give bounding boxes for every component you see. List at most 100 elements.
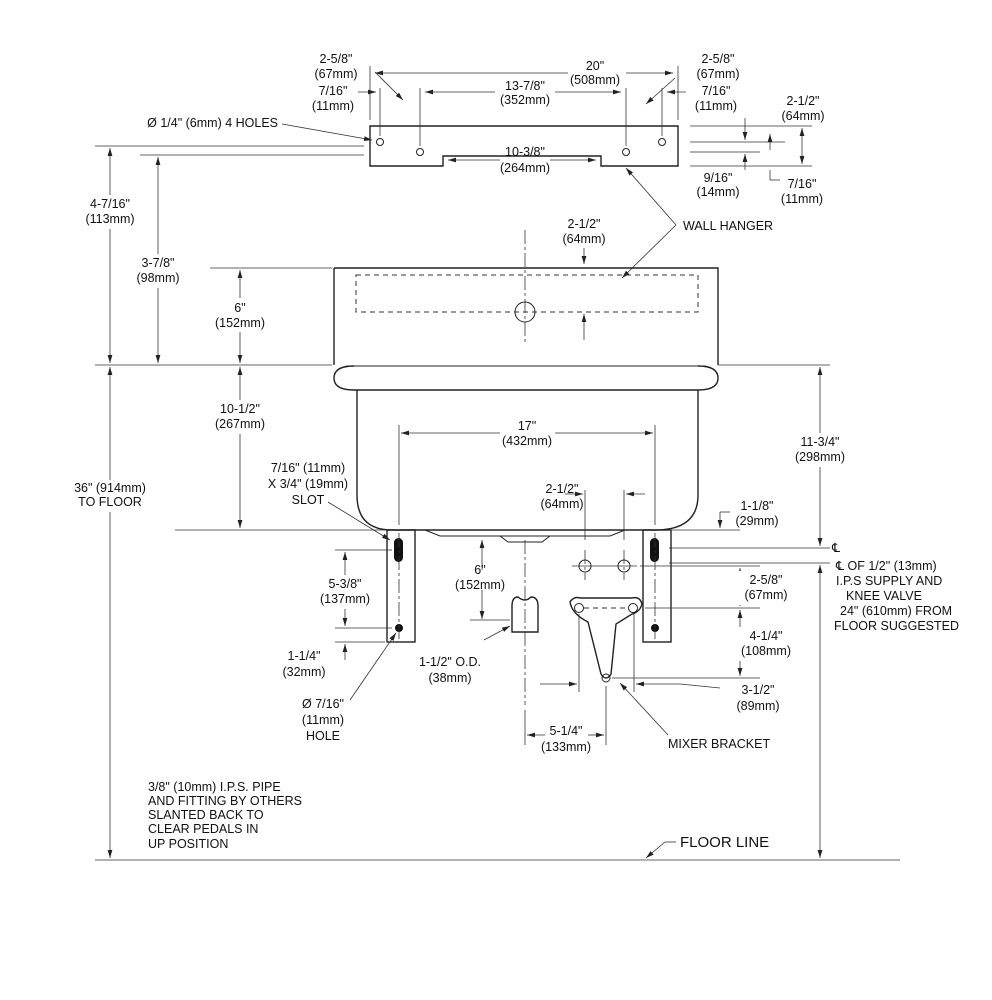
label-bg — [70, 480, 150, 512]
overall-width-imperial: 20" — [586, 59, 604, 73]
right-overhang-imperial: 2-5/8" — [702, 52, 735, 66]
right-leg — [642, 529, 672, 643]
leg-slot — [650, 538, 659, 562]
drain-centerline-metric: (64mm) — [562, 232, 605, 246]
back-height-imperial: 6" — [234, 301, 245, 315]
drain-od-metric: (38mm) — [428, 671, 471, 685]
overall-width-metric: (508mm) — [570, 73, 620, 87]
hanger-hole — [658, 138, 666, 146]
hanger-right-dimensions — [690, 118, 812, 181]
supply-spacing-metric: (64mm) — [540, 497, 583, 511]
pipe-note-2: AND FITTING BY OTHERS — [148, 794, 302, 808]
left-vertical-dimensions — [95, 145, 900, 861]
leg-spacing-metric: (432mm) — [502, 434, 552, 448]
pipe-note-5: UP POSITION — [148, 837, 228, 851]
left-overhang-imperial: 2-5/8" — [320, 52, 353, 66]
hanger-bottom-to-rim-metric: (98mm) — [136, 271, 179, 285]
label-bg — [735, 627, 795, 661]
hanger-hole — [416, 148, 424, 156]
bracket-height-metric: (108mm) — [741, 644, 791, 658]
hole-spacing-metric: (352mm) — [500, 93, 550, 107]
right-hole-offset-metric: (11mm) — [695, 99, 737, 113]
hanger-height-metric: (64mm) — [781, 109, 824, 123]
drain-to-bracket-metric: (133mm) — [541, 740, 591, 754]
drain-to-bracket-imperial: 5-1/4" — [550, 724, 583, 738]
drain-centerline-imperial: 2-1/2" — [568, 217, 601, 231]
left-hole-offset-metric: (11mm) — [312, 99, 354, 113]
hanger-bottom-to-rim-imperial: 3-7/8" — [142, 256, 175, 270]
slot-line-2: X 3/4" (19mm) — [268, 477, 348, 491]
supply-to-bracket-metric: (67mm) — [744, 588, 787, 602]
holes-note: Ø 1/4" (6mm) 4 HOLES — [147, 116, 278, 130]
hole-to-leg-end-metric: (32mm) — [282, 665, 325, 679]
supply-note-4: 24" (610mm) FROM — [840, 604, 952, 618]
slot-to-hole-imperial: 5-3/8" — [329, 577, 362, 591]
leg-below-bowl-metric: (29mm) — [735, 514, 778, 528]
mixer-bracket — [569, 596, 643, 683]
hanger-height-imperial: 2-1/2" — [787, 94, 820, 108]
wall-hanger-plate — [369, 125, 679, 167]
supply-spacing-imperial: 2-1/2" — [546, 482, 579, 496]
hole-from-bottom-imperial: 7/16" — [788, 177, 817, 191]
bracket-height-imperial: 4-1/4" — [750, 629, 783, 643]
hole-from-bottom-metric: (11mm) — [781, 192, 823, 206]
centerline-symbol: ℄ — [831, 541, 840, 555]
label-bg — [210, 400, 270, 434]
supply-note-2: I.P.S SUPPLY AND — [836, 574, 942, 588]
right-rim-dimension — [669, 364, 830, 858]
leg-hole-leader — [349, 632, 397, 701]
label-bg — [314, 575, 376, 609]
left-hole-offset-imperial: 7/16" — [319, 84, 348, 98]
notch-width-metric: (264mm) — [500, 161, 550, 175]
supply-note-3: KNEE VALVE — [846, 589, 922, 603]
wall-hanger-hidden — [355, 274, 699, 313]
back-height-metric: (152mm) — [215, 316, 265, 330]
drain-pipe — [511, 596, 539, 633]
slot-line-1: 7/16" (11mm) — [271, 461, 345, 475]
label-bg — [735, 571, 795, 605]
leg-slot — [394, 538, 403, 562]
hole-spacing-imperial: 13-7/8" — [505, 79, 545, 93]
mixer-bracket-label: MIXER BRACKET — [668, 737, 770, 751]
label-bg — [212, 298, 268, 332]
top-dimensions — [281, 66, 686, 163]
leg-below-bowl-imperial: 1-1/8" — [741, 499, 774, 513]
supply-note-5: FLOOR SUGGESTED — [834, 619, 959, 633]
hole-to-leg-end-imperial: 1-1/4" — [288, 649, 321, 663]
bottom-to-drain-imperial: 6" — [474, 563, 485, 577]
drain-od-imperial: 1-1/2" O.D. — [419, 655, 481, 669]
slot-leader — [327, 501, 391, 541]
hole-from-top-imperial: 9/16" — [704, 171, 733, 185]
bracket-width-imperial: 3-1/2" — [742, 683, 775, 697]
hanger-top-to-rim-imperial: 4-7/16" — [90, 197, 130, 211]
right-overhang-metric: (67mm) — [696, 67, 739, 81]
label-bg — [128, 254, 188, 288]
left-overhang-metric: (67mm) — [314, 67, 357, 81]
floor-line-label: FLOOR LINE — [680, 834, 769, 851]
bottom-to-drain-metric: (152mm) — [455, 578, 505, 592]
supply-holes — [572, 550, 637, 580]
right-hole-offset-imperial: 7/16" — [702, 84, 731, 98]
rim-to-bottom-metric: (267mm) — [215, 417, 265, 431]
slot-to-hole-metric: (137mm) — [320, 592, 370, 606]
leg-hole-line-1: Ø 7/16" — [302, 697, 344, 711]
label-bg — [790, 433, 850, 467]
hanger-hole — [622, 148, 630, 156]
left-leg — [386, 529, 416, 643]
leg-hole-line-2: (11mm) — [302, 713, 344, 727]
label-bg — [78, 195, 144, 229]
rim-to-floor-imperial: 36" (914mm) — [74, 481, 146, 495]
hanger-hole — [376, 138, 384, 146]
leg-hole-line-3: HOLE — [306, 729, 340, 743]
mixer-bracket-leader — [619, 682, 669, 736]
wall-hanger-leader-lower — [621, 224, 677, 279]
pipe-note-1: 3/8" (10mm) I.P.S. PIPE — [148, 780, 281, 794]
wall-hanger-label: WALL HANGER — [683, 219, 773, 233]
rim-to-centerline-metric: (298mm) — [795, 450, 845, 464]
notch-width-imperial: 10-3/8" — [505, 145, 545, 159]
leg-spacing-imperial: 17" — [518, 419, 536, 433]
wall-hanger-leader — [625, 167, 677, 226]
hole-from-top-metric: (14mm) — [696, 185, 739, 199]
